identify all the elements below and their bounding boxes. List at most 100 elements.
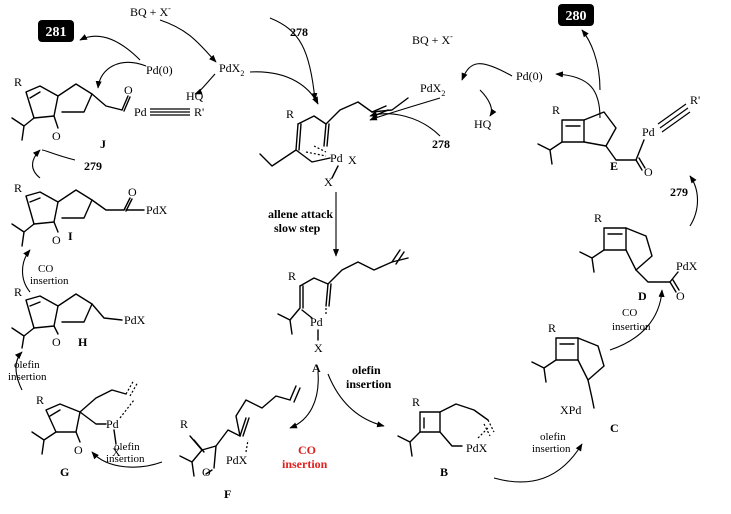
reagent-bqx-right: BQ + X-	[412, 32, 453, 47]
step-allene-attack: allene attack	[268, 207, 333, 221]
structure-H: R O PdX H	[11, 285, 146, 349]
intermediate-D-label: D	[638, 289, 647, 303]
svg-text:O: O	[128, 185, 137, 199]
svg-text:R: R	[594, 211, 602, 225]
step-co-insertion-left-1: CO	[38, 263, 53, 275]
reagent-hq-right: HQ	[474, 117, 492, 131]
intermediate-C-label: C	[610, 421, 619, 435]
reagent-pdx2-left: PdX2	[219, 61, 244, 78]
step-co-insertion-left-2: insertion	[30, 275, 69, 287]
arrow-pd0-from-j	[95, 61, 147, 89]
svg-text:R': R'	[690, 93, 700, 107]
intermediate-A-label: A	[312, 361, 321, 375]
svg-text:PdX: PdX	[146, 203, 168, 217]
svg-text:O: O	[52, 335, 61, 349]
reagent-bqx-left: BQ + X-	[130, 4, 171, 19]
svg-text:X: X	[324, 175, 333, 189]
compound-281-badge	[38, 20, 74, 42]
svg-text:PdX: PdX	[124, 313, 146, 327]
structure-J: R O O Pd R' J	[11, 75, 204, 151]
step-slow-step: slow step	[274, 221, 321, 235]
intermediate-G-label: G	[60, 465, 69, 479]
compound-279-left: 279	[84, 159, 102, 173]
svg-text:O: O	[124, 83, 133, 97]
svg-text:Pd: Pd	[330, 151, 343, 165]
svg-text:Pd: Pd	[642, 125, 655, 139]
svg-text:X: X	[348, 153, 357, 167]
intermediate-F-label: F	[224, 487, 231, 501]
structure-D: R O PdX D	[579, 211, 698, 303]
compound-280-badge	[558, 4, 594, 26]
structure-E: R O Pd R' E	[537, 93, 700, 179]
structure-G: R O Pd X G	[31, 379, 139, 479]
arrow-C-to-D	[609, 289, 665, 351]
svg-text:X: X	[112, 445, 121, 459]
reagent-pdx2-right: PdX2	[420, 81, 445, 98]
svg-text:O: O	[52, 233, 61, 247]
arrow-278-right-in	[369, 111, 441, 137]
step-olefin-left-2: insertion	[8, 371, 47, 383]
step-co-insertion-C-2: insertion	[612, 321, 651, 333]
step-olefin-insertion-A-2: insertion	[346, 377, 392, 391]
svg-text:R: R	[552, 103, 560, 117]
structure-B: R PdX B	[397, 395, 495, 479]
step-co-insertion-red-2: insertion	[282, 457, 328, 471]
arrow-I-to-J	[31, 149, 41, 179]
step-olefin-left-1: olefin	[14, 359, 40, 371]
arrow-G-to-H	[14, 351, 23, 391]
arrow-to-280	[581, 29, 601, 91]
compound-279-right: 279	[670, 185, 688, 199]
arrow-E-to-pd0	[555, 71, 601, 119]
arrow-H-to-I	[21, 249, 31, 293]
reagent-hq-left: HQ	[186, 89, 204, 103]
reagent-pd0-right: Pd(0)	[516, 69, 543, 83]
structure-C: R XPd C	[531, 321, 619, 435]
step-olefin-B-2: insertion	[532, 443, 571, 455]
arrow-279-left-curve	[41, 149, 76, 161]
intermediate-E-label: E	[610, 159, 618, 173]
svg-text:R: R	[548, 321, 556, 335]
step-co-insertion-C-1: CO	[622, 307, 637, 319]
step-olefin-F-1: olefin	[114, 441, 140, 453]
svg-text:O: O	[52, 129, 61, 143]
svg-text:R: R	[288, 269, 296, 283]
step-olefin-insertion-A-1: olefin	[352, 363, 381, 377]
svg-text:O: O	[74, 443, 83, 457]
arrow-pdx2-to-allene	[249, 71, 319, 105]
arrow-B-to-C	[493, 443, 583, 483]
svg-text:O: O	[676, 289, 685, 303]
svg-text:O: O	[644, 165, 653, 179]
svg-text:PdX: PdX	[226, 453, 248, 467]
svg-text:R: R	[180, 417, 188, 431]
arrow-278-in	[269, 17, 318, 101]
structure-I: R O O PdX I	[11, 181, 168, 247]
intermediate-H-label: H	[78, 335, 88, 349]
structure-A: R Pd X A	[277, 249, 409, 375]
svg-text:Pd: Pd	[310, 315, 323, 329]
svg-text:Pd: Pd	[106, 417, 119, 431]
arrow-A-to-F	[289, 371, 319, 429]
arrow-to-hq-left	[194, 73, 216, 95]
compound-278-right: 278	[432, 137, 450, 151]
svg-text:PdX: PdX	[466, 441, 488, 455]
arrow-to-hq-right	[479, 89, 497, 117]
intermediate-B-label: B	[440, 465, 448, 479]
arrow-pd0-to-pdx2-right	[461, 63, 513, 81]
arrow-D-to-E	[689, 175, 699, 227]
structure-F: R O PdX F	[179, 385, 301, 501]
intermediate-I-label: I	[68, 229, 73, 243]
compound-278-top: 278	[290, 25, 308, 39]
svg-text:R: R	[14, 285, 22, 299]
arrow-F-to-G	[91, 451, 163, 468]
reagent-pd0-left: Pd(0)	[146, 63, 173, 77]
svg-text:Pd: Pd	[134, 105, 147, 119]
svg-text:R: R	[412, 395, 420, 409]
compound-280-label: 280	[566, 9, 587, 24]
svg-text:PdX: PdX	[676, 259, 698, 273]
svg-text:X: X	[314, 341, 323, 355]
intermediate-J-label: J	[100, 137, 106, 151]
step-co-insertion-red-1: CO	[298, 443, 316, 457]
arrow-A-to-B	[327, 373, 385, 428]
svg-text:R: R	[14, 75, 22, 89]
arrow-to-281	[79, 34, 141, 61]
